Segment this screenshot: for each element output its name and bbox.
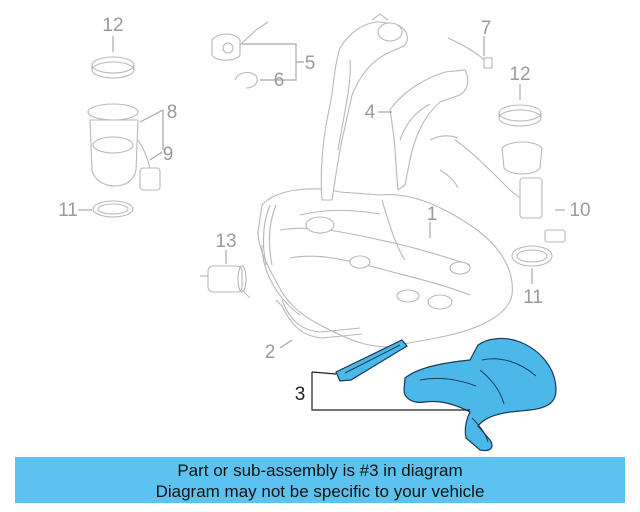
callout-1: 1 [427,204,438,225]
fuel-pump-left [87,103,161,191]
callout-10: 10 [569,200,590,221]
callout-12-right: 12 [509,64,530,85]
callout-13: 13 [215,231,236,252]
highlighted-strap [335,339,408,382]
sensor [447,37,493,69]
callout-9: 9 [163,144,174,165]
seal-right [511,245,553,267]
seal-left [92,200,134,218]
callout-4: 4 [365,102,376,123]
highlighted-heat-shield [403,337,557,452]
fuel-lines [262,204,363,339]
callout-11-left: 11 [58,200,78,221]
banner-line-2: Diagram may not be specific to your vehi… [155,482,485,501]
callout-5: 5 [305,53,316,74]
callout-11-right: 11 [523,287,543,308]
vent-valve [211,21,269,61]
callout-3: 3 [295,384,306,405]
filler-pipe [320,13,408,201]
callout-numbers: 12 8 9 11 5 6 7 12 4 1 10 13 11 2 3 [58,15,590,405]
fuel-pump-right [429,135,566,243]
filter [200,265,251,299]
callout-6: 6 [274,70,285,91]
lock-ring-left [91,56,135,79]
clamp [234,71,258,89]
callout-2: 2 [265,342,276,363]
lock-ring-right [498,104,542,127]
fuel-tank [257,188,513,348]
leader-lines [78,36,565,411]
info-banner: Part or sub-assembly is #3 in diagram Di… [15,457,625,503]
callout-7: 7 [481,18,492,39]
banner-line-1: Part or sub-assembly is #3 in diagram [177,461,463,480]
callout-8: 8 [167,102,178,123]
filler-neck [389,69,469,192]
parts-diagram: 12 8 9 11 5 6 7 12 4 1 10 13 11 2 3 [58,13,591,452]
callout-12-left: 12 [102,15,123,36]
